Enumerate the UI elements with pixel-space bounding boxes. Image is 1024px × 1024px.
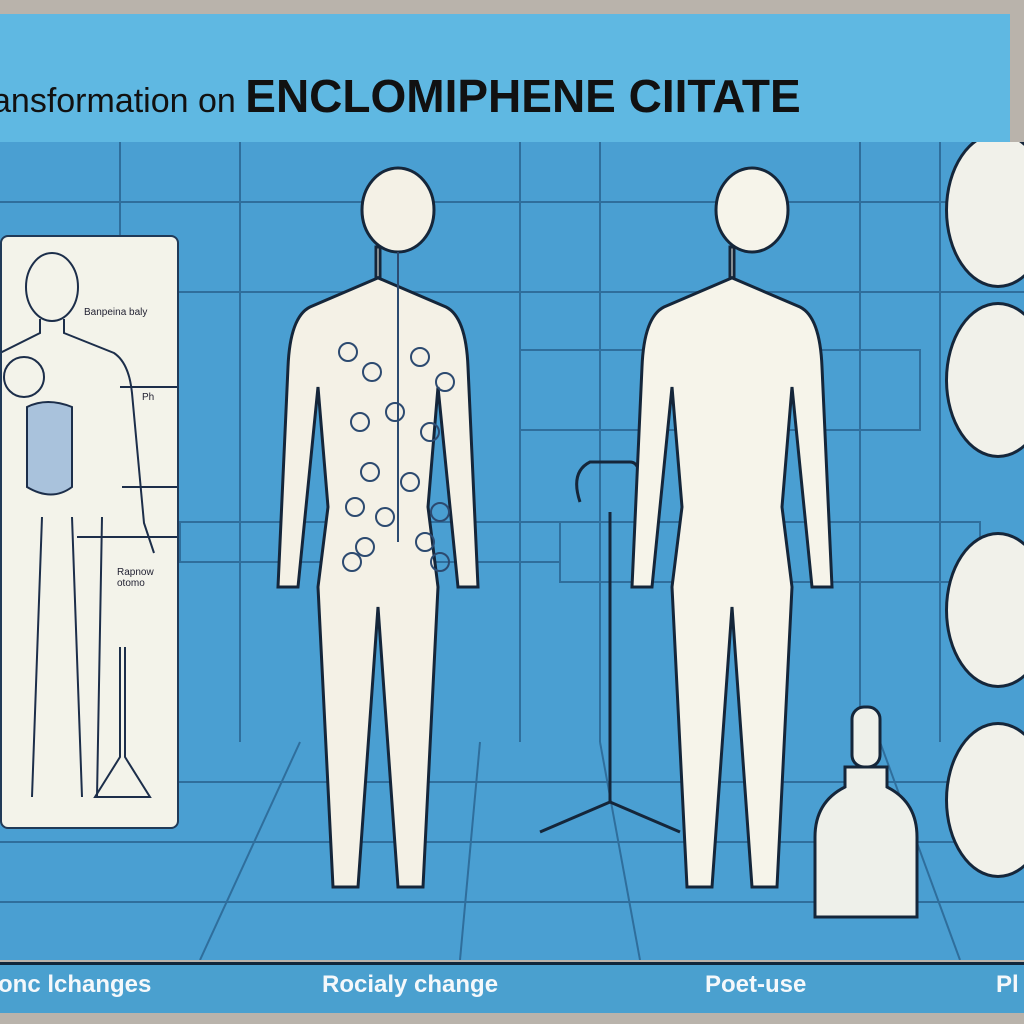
caption-1: onc lchanges <box>0 971 152 998</box>
inset-circle-4 <box>945 722 1024 878</box>
anatomy-figure <box>0 252 177 798</box>
title-main: ENCLOMIPHENE CIITATE <box>245 70 801 122</box>
figure-after <box>630 166 834 889</box>
caption-4: Pl <box>996 971 1019 998</box>
panel-label-3: Rapnow otomo <box>117 567 154 589</box>
figure-before <box>276 166 480 889</box>
caption-bar: onc lchanges Rocialy change Poet-use Pl <box>0 962 1024 1013</box>
panel-label-2: Ph <box>142 392 155 403</box>
body-figures <box>276 166 919 919</box>
inset-circle-3 <box>945 532 1024 688</box>
anatomy-panel: Banpeina baly Ph Rapnow otomo <box>0 235 179 829</box>
page-title: ansformation on ENCLOMIPHENE CIITATE <box>0 69 801 123</box>
bottle <box>813 705 919 919</box>
caption-2: Rocialy change <box>322 971 499 998</box>
inset-circle-2 <box>945 302 1024 458</box>
title-banner: ansformation on ENCLOMIPHENE CIITATE <box>0 14 1010 145</box>
caption-3: Poet-use <box>705 971 807 998</box>
panel-label-1: Banpeina baly <box>84 307 148 318</box>
title-prefix: ansformation on <box>0 82 236 120</box>
